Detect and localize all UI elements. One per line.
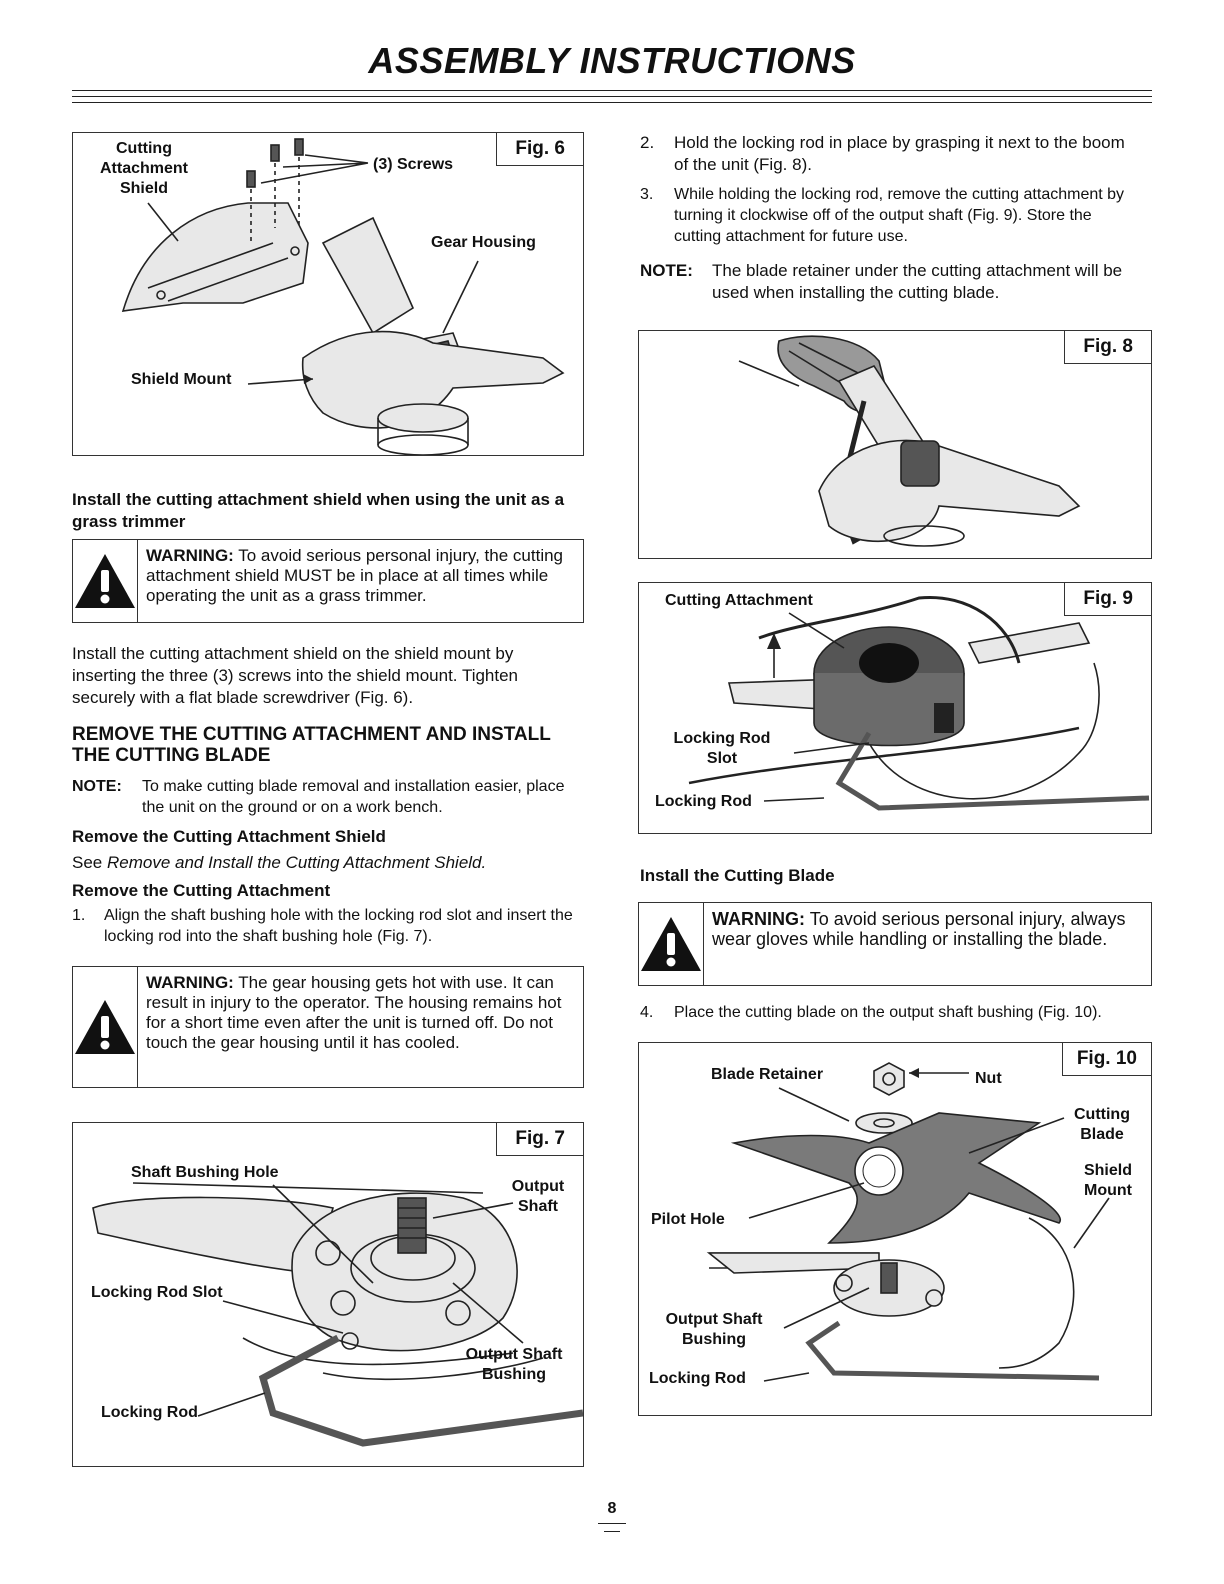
title-rule-1 bbox=[72, 90, 1152, 91]
note-2: NOTE: The blade retainer under the cutti… bbox=[640, 260, 1150, 304]
step-1-num: 1. bbox=[72, 907, 86, 924]
title-rule-3 bbox=[72, 102, 1152, 103]
warning-1-text: WARNING: To avoid serious personal injur… bbox=[146, 546, 564, 605]
warning-triangle-icon bbox=[639, 903, 704, 985]
figure-9-illustration bbox=[688, 595, 1150, 811]
figure-6-illustration bbox=[121, 138, 565, 455]
step-4: 4. Place the cutting blade on the output… bbox=[640, 1002, 1150, 1023]
remove-attachment-heading: Remove the Cutting Attachment bbox=[72, 881, 331, 900]
figure-9: Fig. 9 Cutting Attachment Locking Rod Sl… bbox=[638, 582, 1152, 834]
page-title: ASSEMBLY INSTRUCTIONS bbox=[368, 40, 856, 81]
warning-2-text: WARNING: The gear housing gets hot with … bbox=[146, 973, 562, 1052]
fig10-pilot-hole-label: Pilot Hole bbox=[651, 1211, 725, 1228]
figure-7-label: Fig. 7 bbox=[496, 1123, 583, 1156]
figure-7-illustration bbox=[92, 1182, 583, 1447]
fig10-output-shaft-bushing-label: Output Shaft Bushing bbox=[665, 1311, 763, 1348]
fig6-gear-housing-label: Gear Housing bbox=[431, 234, 536, 251]
figure-10-label: Fig. 10 bbox=[1061, 1043, 1151, 1076]
note-2-text: The blade retainer under the cutting att… bbox=[712, 261, 1123, 302]
figure-9-label: Fig. 9 bbox=[1064, 583, 1151, 616]
fig9-locking-rod-slot-label: Locking Rod Slot bbox=[673, 730, 771, 767]
fig7-output-shaft-label: Output Shaft bbox=[511, 1178, 565, 1215]
step-3-num: 3. bbox=[640, 186, 654, 203]
page-number-rule bbox=[598, 1523, 626, 1524]
warning-3-text: WARNING: To avoid serious personal injur… bbox=[712, 909, 1126, 949]
step-3-text: While holding the locking rod, remove th… bbox=[674, 186, 1125, 245]
step-1-text: Align the shaft bushing hole with the lo… bbox=[104, 907, 573, 945]
fig10-blade-retainer-label: Blade Retainer bbox=[711, 1066, 824, 1083]
warning-box-3: WARNING: To avoid serious personal injur… bbox=[638, 902, 1152, 986]
warning-box-2: WARNING: The gear housing gets hot with … bbox=[72, 966, 584, 1088]
step-2: 2. Hold the locking rod in place by gras… bbox=[640, 132, 1140, 176]
step-4-num: 4. bbox=[640, 1004, 654, 1021]
fig10-locking-rod-label: Locking Rod bbox=[649, 1370, 746, 1387]
page-number-rule-2 bbox=[604, 1531, 620, 1532]
fig9-locking-rod-label: Locking Rod bbox=[655, 793, 752, 810]
figure-8-label: Fig. 8 bbox=[1064, 331, 1151, 364]
fig6-shield-mount-label: Shield Mount bbox=[131, 371, 232, 388]
note-1-label: NOTE: bbox=[72, 778, 122, 795]
figure-7: Fig. 7 Shaft Bushing Hole Output Shaft L… bbox=[72, 1122, 584, 1467]
remove-shield-heading: Remove the Cutting Attachment Shield bbox=[72, 827, 386, 846]
remove-attachment-main-heading: REMOVE THE CUTTING ATTACHMENT AND INSTAL… bbox=[72, 724, 551, 766]
fig10-nut-label: Nut bbox=[975, 1070, 1002, 1087]
figure-8-illustration bbox=[738, 335, 1081, 547]
fig6-shield-label: Cutting Attachment Shield bbox=[99, 140, 188, 197]
warning-box-1: WARNING: To avoid serious personal injur… bbox=[72, 539, 584, 623]
figure-6-label: Fig. 6 bbox=[496, 133, 583, 166]
figure-8: Fig. 8 bbox=[638, 330, 1152, 559]
step-2-text: Hold the locking rod in place by graspin… bbox=[674, 133, 1125, 174]
step-4-text: Place the cutting blade on the output sh… bbox=[674, 1004, 1102, 1021]
warning-triangle-icon bbox=[73, 967, 138, 1087]
step-2-num: 2. bbox=[640, 133, 655, 152]
see-reference: See Remove and Install the Cutting Attac… bbox=[72, 853, 487, 872]
title-rule-2 bbox=[72, 96, 1152, 97]
figure-10: Fig. 10 Blade Retainer Nut Cutting Blade bbox=[638, 1042, 1152, 1416]
step-1: 1. Align the shaft bushing hole with the… bbox=[72, 905, 582, 947]
fig10-cutting-blade-label: Cutting Blade bbox=[1074, 1106, 1130, 1143]
note-2-label: NOTE: bbox=[640, 261, 693, 280]
fig9-cutting-attachment-label: Cutting Attachment bbox=[665, 592, 813, 609]
install-shield-heading: Install the cutting attachment shield wh… bbox=[72, 490, 565, 531]
page-number: 8 bbox=[607, 1500, 617, 1517]
fig6-screws-label: (3) Screws bbox=[373, 156, 454, 173]
figure-10-illustration bbox=[706, 1062, 1110, 1382]
fig7-locking-rod-label: Locking Rod bbox=[101, 1404, 198, 1421]
fig7-locking-rod-slot-label: Locking Rod Slot bbox=[91, 1284, 223, 1301]
figure-6: Fig. 6 Cutting Attachment Shield (3) Scr… bbox=[72, 132, 584, 456]
fig10-shield-mount-label: Shield Mount bbox=[1083, 1162, 1132, 1199]
install-blade-heading: Install the Cutting Blade bbox=[640, 866, 835, 885]
note-1: NOTE: To make cutting blade removal and … bbox=[72, 776, 582, 818]
fig7-shaft-bushing-hole-label: Shaft Bushing Hole bbox=[131, 1164, 279, 1181]
note-1-text: To make cutting blade removal and instal… bbox=[142, 778, 565, 816]
step-3: 3. While holding the locking rod, remove… bbox=[640, 184, 1140, 247]
warning-triangle-icon bbox=[73, 540, 138, 622]
install-shield-paragraph: Install the cutting attachment shield on… bbox=[72, 644, 519, 707]
fig7-output-shaft-bushing-label: Output Shaft Bushing bbox=[465, 1346, 563, 1383]
